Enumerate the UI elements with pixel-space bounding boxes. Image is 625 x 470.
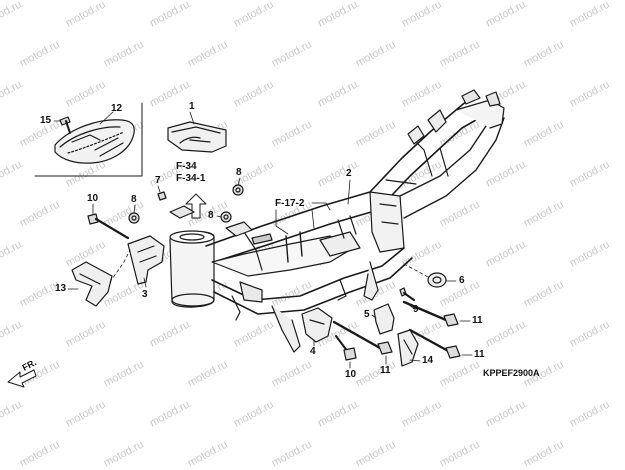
callout-6: 6 [459, 275, 465, 286]
callout-1: 1 [189, 101, 195, 112]
callout-3: 3 [142, 289, 148, 300]
callout-8-upper: 8 [236, 167, 242, 178]
reference-arrow-f34 [185, 193, 207, 219]
callout-10-upper: 10 [87, 193, 99, 204]
callout-13: 13 [55, 283, 67, 294]
part-11-bolt-lower [408, 328, 461, 359]
reference-f34-line2: F-34-1 [176, 172, 206, 184]
part-8-nut-a [232, 184, 244, 196]
part-6-cap [427, 272, 447, 288]
part-1-cover [167, 121, 227, 153]
callout-8-left: 8 [131, 194, 137, 205]
part-8-nut-c [220, 211, 232, 223]
callout-11-upper: 11 [472, 315, 483, 326]
callout-2: 2 [346, 168, 352, 179]
part-2-frame [169, 89, 505, 353]
part-11-bolt-upper [402, 300, 459, 327]
part-4-bracket [301, 307, 333, 343]
part-15-screw [59, 116, 71, 134]
part-7-bolt [157, 191, 167, 201]
reference-f34: F-34 F-34-1 [176, 161, 205, 184]
callout-4: 4 [310, 346, 316, 357]
reference-f17-2: F-17-2 [275, 198, 305, 209]
part-11-bolt-center [332, 320, 393, 355]
callout-7: 7 [155, 175, 161, 186]
callout-9: 9 [413, 304, 419, 315]
diagram-code: KPPEF2900A [483, 368, 540, 378]
reference-f34-line1: F-34 [176, 161, 197, 172]
part-10-bolt-lower [335, 335, 357, 361]
front-direction-arrow [7, 369, 37, 388]
part-9-bolt [399, 287, 415, 301]
part-5-bracket [373, 303, 395, 335]
part-10-bolt-upper [87, 213, 130, 240]
inset-box-12-15 [34, 102, 143, 177]
callout-5: 5 [364, 309, 370, 320]
part-3-bracket [127, 235, 165, 285]
callout-12: 12 [111, 103, 123, 114]
callout-11-center: 11 [380, 365, 391, 376]
part-13-bracket [71, 261, 113, 307]
callout-10-lower: 10 [345, 369, 357, 380]
callout-15: 15 [40, 115, 52, 126]
part-12-pad [54, 119, 135, 164]
callout-8-mid: 8 [208, 210, 214, 221]
callout-14: 14 [422, 355, 434, 366]
callout-11-lower: 11 [474, 349, 485, 360]
part-14-bracket [397, 329, 419, 367]
part-8-nut-b [128, 212, 140, 224]
